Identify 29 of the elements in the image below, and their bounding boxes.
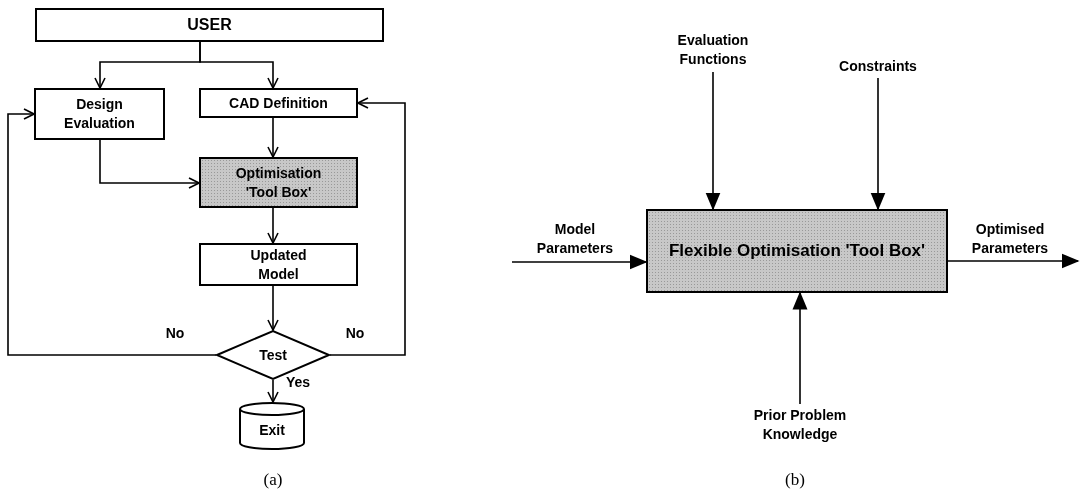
- edge-label: Optimised Parameters: [970, 220, 1050, 258]
- process-box: USER: [35, 8, 384, 42]
- arrow: [267, 379, 279, 403]
- arrow: [947, 253, 1080, 269]
- terminal-cylinder: Exit: [239, 402, 305, 450]
- process-box: Optimisation 'Tool Box': [199, 157, 358, 208]
- arrow: [511, 254, 648, 270]
- arrow: [7, 108, 217, 356]
- process-box: Updated Model: [199, 243, 358, 286]
- arrow: [329, 97, 406, 356]
- process-box: Flexible Optimisation 'Tool Box': [646, 209, 948, 293]
- input-label: Constraints: [820, 54, 936, 78]
- figure-caption: (a): [263, 470, 283, 490]
- arrow: [870, 77, 886, 211]
- arrow: [199, 41, 279, 89]
- input-label: Prior Problem Knowledge: [735, 404, 865, 446]
- edge-label: No: [345, 323, 365, 343]
- arrow: [267, 285, 279, 331]
- process-box: Design Evaluation: [34, 88, 165, 140]
- figure-caption: (b): [785, 470, 805, 490]
- arrow: [705, 71, 721, 211]
- edge-label: No: [165, 323, 185, 343]
- arrow: [99, 139, 200, 189]
- input-label: Evaluation Functions: [655, 28, 771, 72]
- arrow: [267, 207, 279, 244]
- edge-label: Model Parameters: [535, 220, 615, 258]
- arrow: [267, 117, 279, 158]
- process-box: CAD Definition: [199, 88, 358, 118]
- arrow: [792, 291, 808, 405]
